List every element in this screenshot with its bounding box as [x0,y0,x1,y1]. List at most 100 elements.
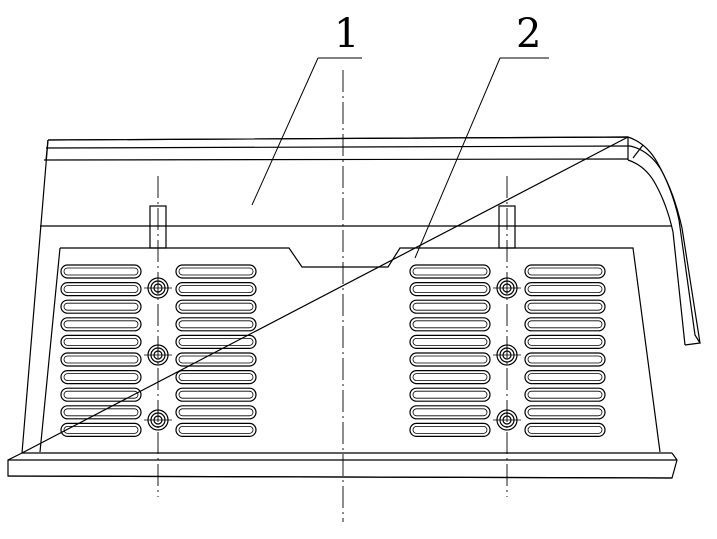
vent-slot [409,317,491,332]
vent-slot [60,370,142,385]
housing-outline [7,136,702,479]
vent-slot [524,299,606,314]
part-label-1: 1 [334,11,359,57]
fastener-columns [144,277,521,431]
vent-slot [60,282,142,297]
vent-slot-inner [527,408,603,417]
vent-slot-inner [527,320,603,329]
vent-slot [175,422,257,437]
vent-slot [524,334,606,349]
fastener-left [144,409,172,431]
vent-slot-inner [178,320,254,329]
vent-slot [60,422,142,437]
vent-slot [409,422,491,437]
vent-slot-inner [527,355,603,364]
fastener-right [493,344,521,366]
vent-slot [524,282,606,297]
fastener-left [144,277,172,299]
vent-slot-inner [63,373,139,382]
vent-slot-inner [412,302,488,311]
vent-slot-inner [63,408,139,417]
top-rim [43,139,631,161]
vent-slot [175,387,257,402]
vent-slot [524,405,606,420]
vent-slot [409,264,491,279]
part-label-2: 2 [516,11,541,57]
vent-slot [175,352,257,367]
vent-slot [175,264,257,279]
vent-slot [60,405,142,420]
vent-slot-inner [178,425,254,434]
vent-slot-inner [527,267,603,276]
fastener-right [493,277,521,299]
vent-slot-inner [178,355,254,364]
vent-slot [409,352,491,367]
vent-slot [175,334,257,349]
vent-slot-inner [412,425,488,434]
vent-slot-inner [63,267,139,276]
vent-slot [60,317,142,332]
vent-slot-inner [178,408,254,417]
vent-slot-inner [527,390,603,399]
vent-slot-inner [412,390,488,399]
vent-slot-inner [63,355,139,364]
vent-slot-inner [527,425,603,434]
center-lines [157,70,508,522]
vent-slot-inner [63,337,139,346]
vent-slot [409,405,491,420]
vent-slot [409,299,491,314]
vent-slot-inner [527,302,603,311]
vent-slot-inner [412,355,488,364]
vent-slot [60,352,142,367]
vent-slot-inner [178,285,254,294]
vent-slot [524,422,606,437]
vent-slot [524,264,606,279]
vent-slot [409,370,491,385]
vent-slot [409,387,491,402]
vent-slot-inner [63,320,139,329]
vent-slot-inner [63,390,139,399]
fastener-right [493,409,521,431]
vent-slot [175,370,257,385]
vent-slot-inner [178,337,254,346]
vent-slot [60,387,142,402]
vent-slot [175,299,257,314]
vent-slot-inner [178,373,254,382]
vent-slot-inner [412,285,488,294]
vent-slot-inner [527,285,603,294]
vent-slot [524,352,606,367]
slot-group-left-outer [60,264,142,437]
vent-slot-inner [63,285,139,294]
vent-slot [175,282,257,297]
vent-slot-inner [412,320,488,329]
leader-lines [251,57,549,259]
right-end-cap [627,137,701,346]
vent-slot-inner [178,390,254,399]
vent-slot-inner [178,267,254,276]
vent-slot-inner [412,337,488,346]
vent-slot [60,299,142,314]
vent-slot-inner [412,408,488,417]
vent-slot [409,334,491,349]
slot-group-right-inner [409,264,491,437]
vent-slot-inner [527,337,603,346]
slot-groups [60,264,606,437]
fastener-left [144,344,172,366]
vent-slot [175,317,257,332]
inner-panel [39,247,661,453]
vent-slot-inner [412,267,488,276]
vent-slot [409,282,491,297]
vent-slot [524,317,606,332]
vent-slot-inner [412,373,488,382]
vent-slot [60,264,142,279]
slot-group-right-outer [524,264,606,437]
vent-slot-inner [63,302,139,311]
vent-slot-inner [178,302,254,311]
vent-slot [524,370,606,385]
vent-slot-inner [527,373,603,382]
vent-slot [175,405,257,420]
vent-slot [524,387,606,402]
slot-group-left-inner [175,264,257,437]
